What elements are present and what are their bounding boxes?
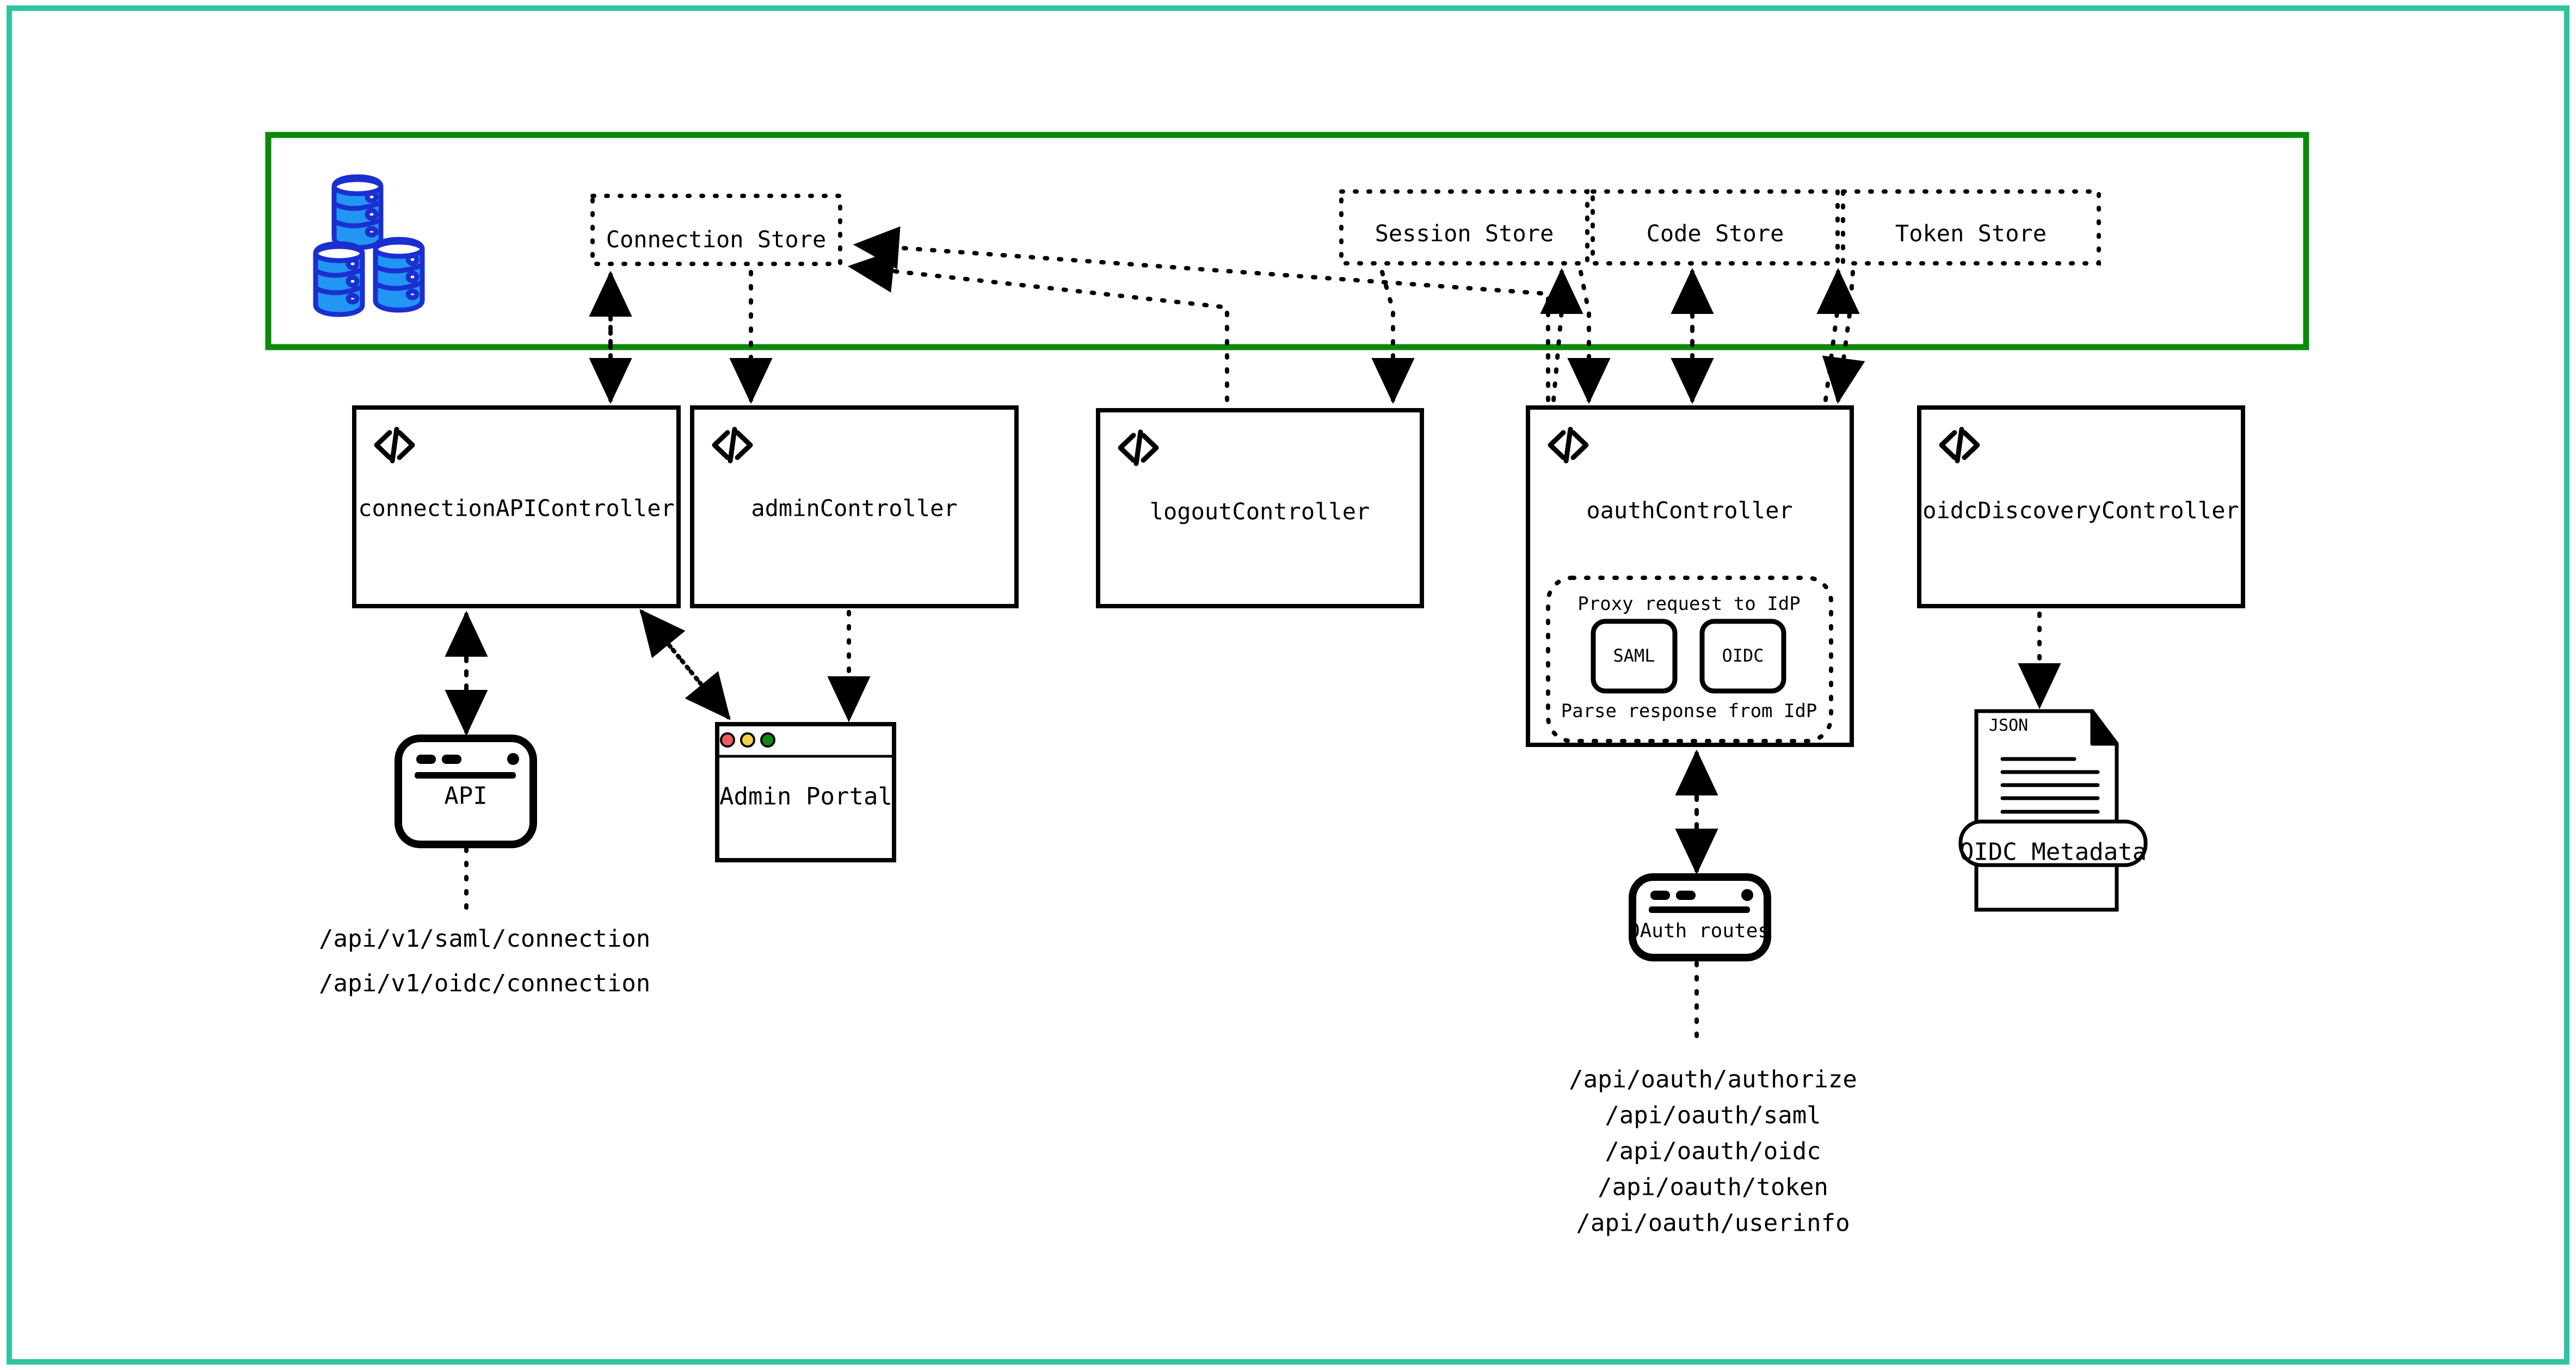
oauth-routes-label: OAuth routes xyxy=(1628,919,1770,942)
oidc-chip-label: OIDC xyxy=(1722,645,1764,666)
admin-portal-label: Admin Portal xyxy=(719,782,892,811)
arrow-sessionstore-to-logout xyxy=(1371,270,1415,404)
endpoint-oauth-saml: /api/oauth/saml xyxy=(1605,1101,1821,1130)
arrow-logout-to-connstore xyxy=(847,249,1229,402)
oauth-routes-window-shape xyxy=(1629,873,1771,961)
endpoint-oauth-userinfo: /api/oauth/userinfo xyxy=(1576,1209,1850,1237)
arrow-admin-to-portal xyxy=(640,610,731,720)
code-icon-group xyxy=(374,427,1980,466)
arrow-oauth-to-connstore xyxy=(853,226,1550,402)
connection-store-label: Connection Store xyxy=(606,226,827,253)
connection-api-controller-label: connectionAPIController xyxy=(358,495,675,522)
endpoint-oauth-oidc: /api/oauth/oidc xyxy=(1605,1137,1821,1165)
parse-response-label: Parse response from IdP xyxy=(1561,700,1817,722)
code-store-label: Code Store xyxy=(1646,220,1784,247)
arrow-oauth-to-tokenstore xyxy=(1816,268,1860,402)
arrow-tokenstore-to-oauth xyxy=(1822,270,1865,404)
database-cylinders-icon xyxy=(313,174,425,317)
api-window-label: API xyxy=(444,782,488,810)
proxy-request-label: Proxy request to IdP xyxy=(1577,593,1801,615)
endpoint-oauth-authorize: /api/oauth/authorize xyxy=(1569,1065,1857,1094)
arrow-sessionstore-to-oauth xyxy=(1567,270,1611,404)
endpoint-saml-connection: /api/v1/saml/connection xyxy=(319,925,651,953)
json-doc-type-label: JSON xyxy=(1989,716,2029,735)
logout-controller-label: logoutController xyxy=(1149,498,1370,525)
outer-frame xyxy=(7,5,2569,1365)
endpoint-oauth-token: /api/oauth/token xyxy=(1598,1173,1828,1201)
session-store-label: Session Store xyxy=(1375,220,1554,247)
endpoint-oidc-connection: /api/v1/oidc/connection xyxy=(319,970,651,997)
oauth-controller-box xyxy=(1526,405,1854,747)
oidc-metadata-document-shape xyxy=(1958,709,2148,912)
arrow-oauth-to-sessionstore xyxy=(1540,268,1583,402)
oauth-controller-label: oauthController xyxy=(1586,497,1793,524)
token-store-label: Token Store xyxy=(1895,220,2047,247)
admin-controller-label: adminController xyxy=(751,495,958,522)
saml-chip-label: SAML xyxy=(1613,645,1655,666)
arrow-portal-to-admin xyxy=(639,609,730,719)
oidc-discovery-controller-label: oidcDiscoveryController xyxy=(1922,497,2239,524)
oidc-metadata-label: OIDC Metadata xyxy=(1959,838,2147,866)
